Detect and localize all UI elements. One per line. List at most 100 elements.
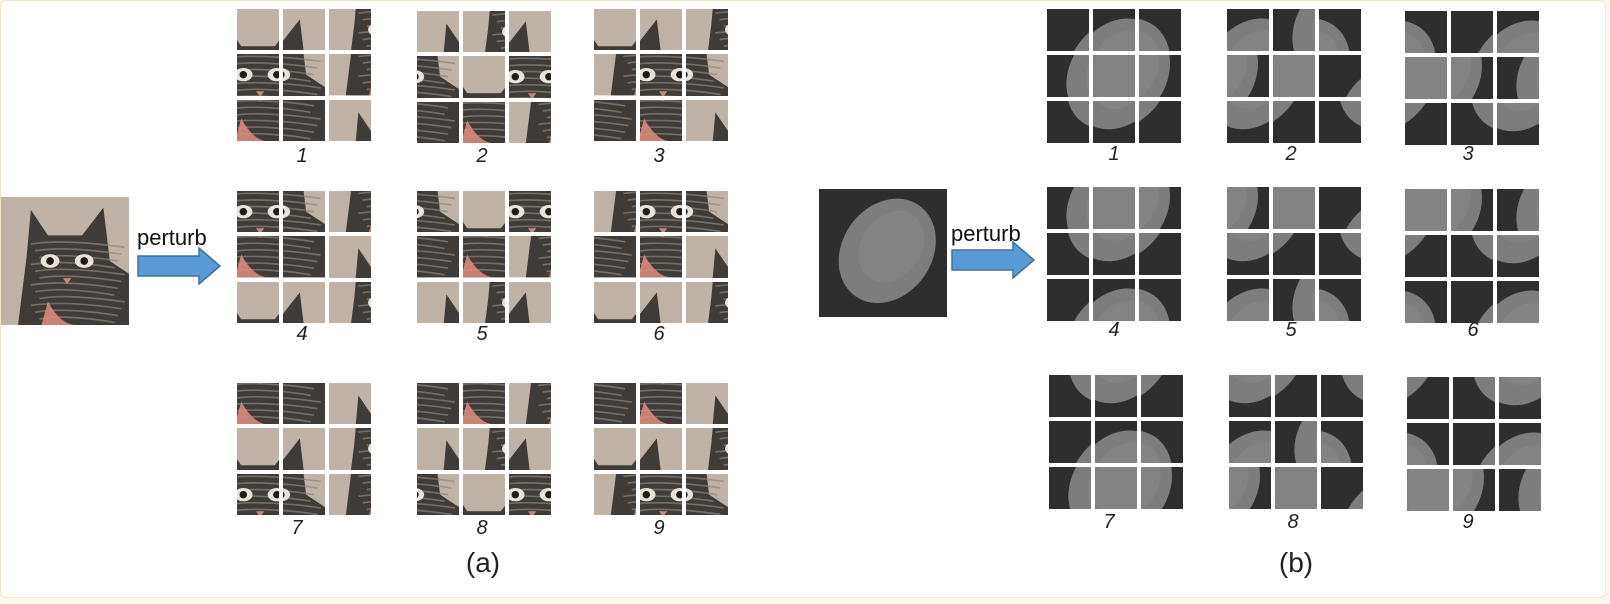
arrow-shape-b <box>951 241 1035 279</box>
image-patch <box>1319 233 1361 275</box>
image-patch <box>1139 9 1181 51</box>
image-patch <box>686 9 728 51</box>
variant-number: 2 <box>1285 143 1297 165</box>
image-patch <box>686 383 728 425</box>
image-patch <box>1095 467 1137 509</box>
image-patch <box>463 236 505 278</box>
perturbed-image-3 <box>1405 11 1539 145</box>
image-patch <box>1139 279 1181 321</box>
image-patch <box>417 236 459 278</box>
image-patch <box>640 9 682 51</box>
image-patch <box>509 383 551 425</box>
image-patch <box>417 101 459 143</box>
perturb-arrow-a <box>137 247 221 285</box>
image-patch <box>640 281 682 323</box>
perturbed-image-5 <box>1227 187 1361 321</box>
image-patch <box>417 473 459 515</box>
image-patch <box>1497 189 1539 231</box>
image-patch <box>1497 235 1539 277</box>
image-patch <box>417 428 459 470</box>
image-patch <box>283 236 325 278</box>
image-patch <box>1227 101 1269 143</box>
image-patch <box>509 191 551 233</box>
variant-number: 9 <box>653 517 665 539</box>
image-patch <box>1139 233 1181 275</box>
image-patch <box>686 236 728 278</box>
image-patch <box>1453 377 1495 419</box>
image-patch <box>1093 101 1135 143</box>
image-patch <box>1497 57 1539 99</box>
panel-label-a: (a) <box>465 547 501 578</box>
image-patch <box>1405 281 1447 323</box>
image-patch <box>1093 9 1135 51</box>
image-patch <box>509 11 551 53</box>
image-patch <box>1095 375 1137 417</box>
image-patch <box>237 473 279 515</box>
image-patch <box>1405 189 1447 231</box>
image-patch <box>1275 467 1317 509</box>
image-patch <box>1497 11 1539 53</box>
image-patch <box>1139 55 1181 97</box>
image-patch <box>1407 423 1449 465</box>
image-patch <box>1273 233 1315 275</box>
image-patch <box>463 428 505 470</box>
image-patch <box>1405 103 1447 145</box>
image-patch <box>417 56 459 98</box>
image-patch <box>1139 187 1181 229</box>
variant-number: 5 <box>476 323 488 345</box>
perturb-arrow-b <box>951 241 1035 279</box>
original-nucleus-image <box>819 189 947 317</box>
image-patch <box>594 428 636 470</box>
image-patch <box>1407 377 1449 419</box>
image-patch <box>1227 233 1269 275</box>
perturb-label-a: perturb <box>137 225 207 250</box>
image-patch <box>463 281 505 323</box>
image-patch <box>594 236 636 278</box>
image-patch <box>463 101 505 143</box>
image-patch <box>329 54 371 96</box>
image-patch <box>1273 9 1315 51</box>
image-patch <box>1049 467 1091 509</box>
image-patch <box>1273 187 1315 229</box>
image-patch <box>1049 421 1091 463</box>
perturb-label-b: perturb <box>951 221 1021 246</box>
image-patch <box>1321 375 1363 417</box>
image-patch <box>686 191 728 233</box>
image-patch <box>640 99 682 141</box>
image-patch <box>1451 189 1493 231</box>
image-patch <box>594 191 636 233</box>
image-patch <box>283 383 325 425</box>
image-patch <box>686 473 728 515</box>
perturbed-image-1 <box>237 9 371 141</box>
image-patch <box>1407 469 1449 511</box>
image-patch <box>1139 101 1181 143</box>
image-patch <box>1451 103 1493 145</box>
perturbed-image-9 <box>594 383 728 515</box>
variant-number: 3 <box>653 145 665 167</box>
image-patch <box>463 191 505 233</box>
image-patch <box>509 101 551 143</box>
image-patch <box>237 191 279 233</box>
variant-number: 8 <box>1287 511 1299 533</box>
image-patch <box>283 9 325 51</box>
perturbed-image-2 <box>1227 9 1361 143</box>
image-patch <box>1499 469 1541 511</box>
variant-number: 7 <box>1103 511 1115 533</box>
image-patch <box>640 191 682 233</box>
image-patch <box>640 473 682 515</box>
variant-number: 4 <box>1108 319 1120 341</box>
perturbed-image-5 <box>417 191 551 323</box>
image-patch <box>329 236 371 278</box>
image-patch <box>509 281 551 323</box>
image-patch <box>1093 279 1135 321</box>
image-patch <box>329 428 371 470</box>
image-patch <box>1047 279 1089 321</box>
perturbed-image-2 <box>417 11 551 143</box>
image-patch <box>1405 235 1447 277</box>
image-patch <box>686 99 728 141</box>
image-patch <box>329 99 371 141</box>
image-patch <box>594 383 636 425</box>
perturbed-image-6 <box>594 191 728 323</box>
variant-number: 5 <box>1285 319 1297 341</box>
image-patch <box>1047 101 1089 143</box>
